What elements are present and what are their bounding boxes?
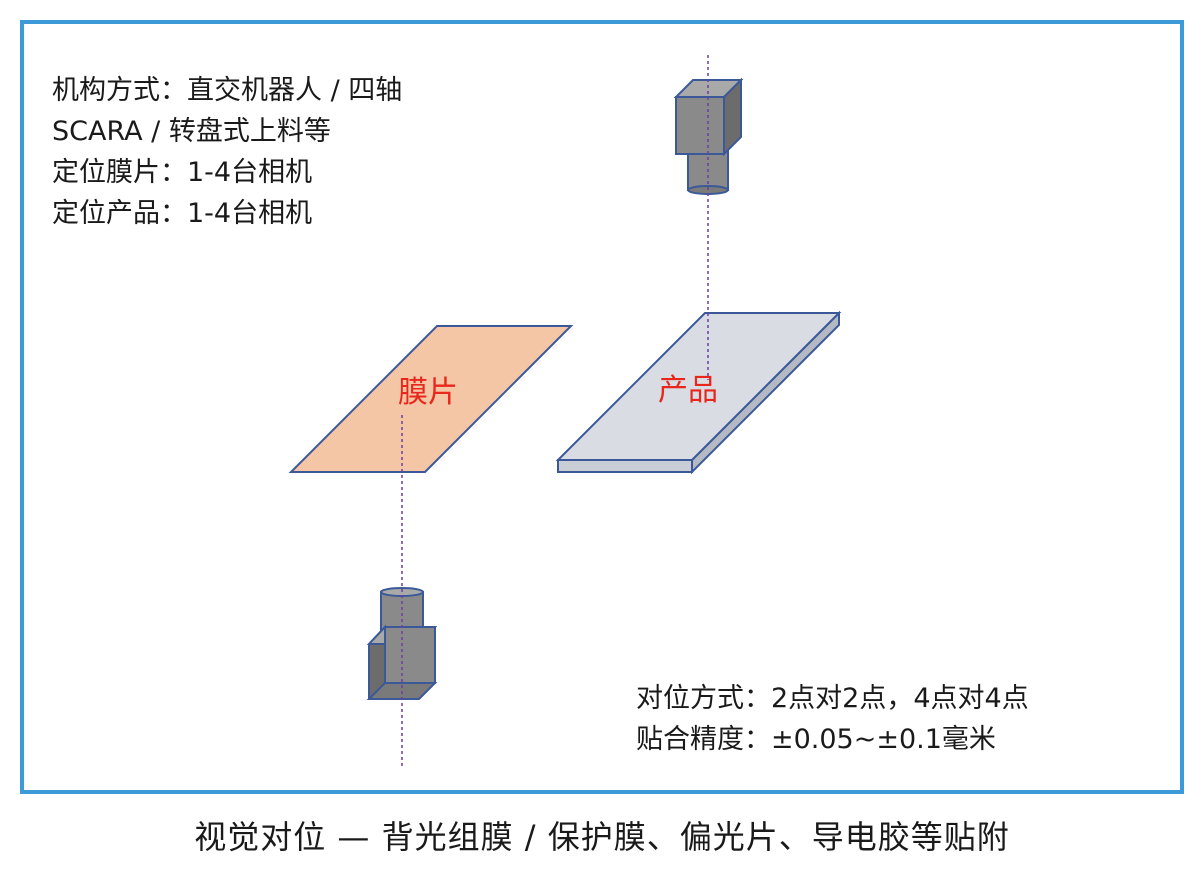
product-slab-top — [555, 312, 842, 461]
spec-line-accuracy: 贴合精度：±0.05~±0.1毫米 — [636, 724, 996, 755]
info-line-product-camera: 定位产品：1-4台相机 — [52, 198, 313, 229]
alignment-specs: 对位方式：2点对2点，4点对4点 贴合精度：±0.05~±0.1毫米 — [636, 678, 1029, 760]
product-slab-front — [557, 459, 693, 473]
bottom-camera-icon — [366, 587, 438, 700]
diagram-frame — [20, 20, 1184, 794]
info-line-film-camera: 定位膜片：1-4台相机 — [52, 157, 313, 188]
product-label: 产品 — [658, 373, 718, 408]
mechanism-info: 机构方式：直交机器人 / 四轴 SCARA / 转盘式上料等 定位膜片：1-4台… — [52, 70, 402, 234]
film-sheet — [288, 325, 574, 473]
info-line-mechanism: 机构方式：直交机器人 / 四轴 — [52, 75, 403, 106]
spec-line-alignment-mode: 对位方式：2点对2点，4点对4点 — [636, 683, 1029, 714]
film-label: 膜片 — [398, 375, 458, 410]
figure-caption: 视觉对位 — 背光组膜 / 保护膜、偏光片、导电胶等贴附 — [194, 818, 1010, 856]
info-line-mechanism-cont: SCARA / 转盘式上料等 — [52, 116, 331, 147]
